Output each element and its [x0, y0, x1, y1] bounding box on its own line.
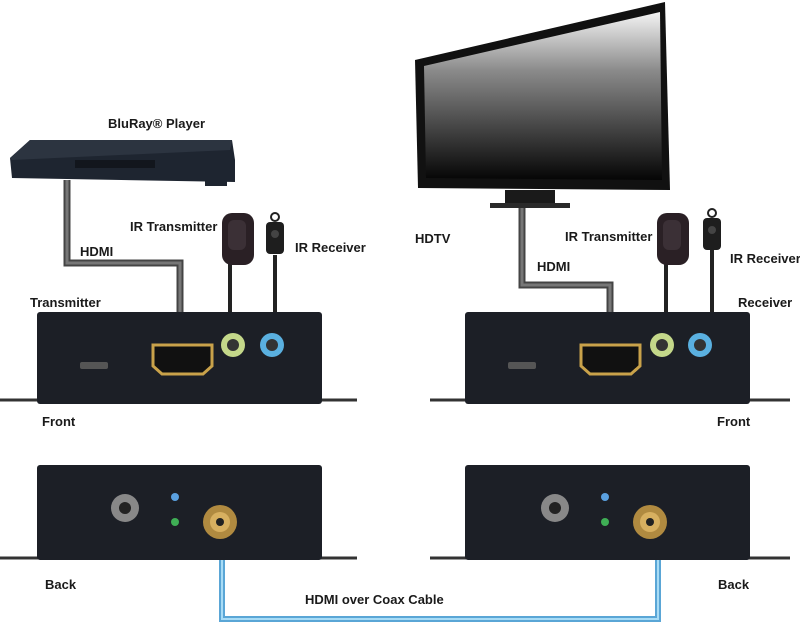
transmitter-label: Transmitter: [30, 295, 101, 310]
front-left-label: Front: [42, 414, 76, 429]
transmitter-front-box: [0, 312, 357, 404]
ir-transmitter-left-icon: [222, 213, 254, 312]
ir-receiver-right-label: IR Receiver: [730, 251, 800, 266]
back-left-label: Back: [45, 577, 77, 592]
back-right-label: Back: [718, 577, 750, 592]
hdmi-right-label: HDMI: [537, 259, 571, 274]
front-right-label: Front: [717, 414, 751, 429]
bluray-label: BluRay® Player: [108, 116, 206, 131]
receiver-label: Receiver: [738, 295, 793, 310]
coax-cable-highlight: [221, 555, 659, 620]
transmitter-back-box: [0, 465, 357, 560]
ir-receiver-right-icon: [703, 208, 721, 312]
coax-cable: [219, 555, 661, 622]
ir-transmitter-right-label: IR Transmitter: [565, 229, 653, 244]
ir-receiver-left-icon: [266, 212, 284, 312]
receiver-front-box: [430, 312, 790, 404]
hdmi-left-label: HDMI: [80, 244, 114, 259]
hdtv-label: HDTV: [415, 231, 451, 246]
receiver-back-box: [430, 465, 790, 560]
coax-cable-label: HDMI over Coax Cable: [305, 592, 444, 607]
ir-receiver-left-label: IR Receiver: [295, 240, 366, 255]
bluray-player-icon: [10, 140, 235, 186]
hdmi-cable-right-inner: [520, 205, 612, 312]
hdtv-icon: [415, 2, 670, 208]
ir-transmitter-right-icon: [657, 213, 689, 312]
hdmi-cable-left-inner: [65, 180, 182, 312]
ir-transmitter-left-label: IR Transmitter: [130, 219, 218, 234]
